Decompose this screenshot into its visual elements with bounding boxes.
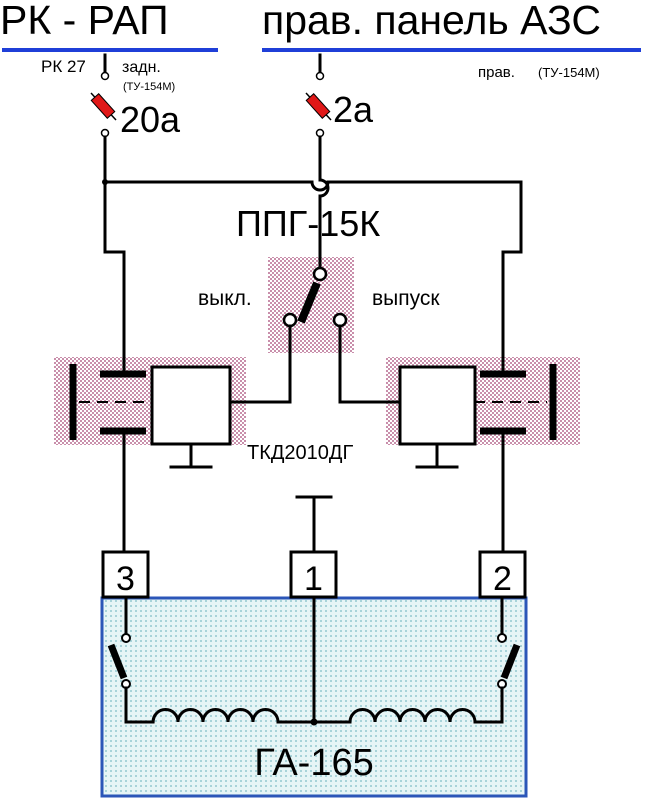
left-relay-coil bbox=[150, 365, 232, 446]
left-pin-label: РК 27 bbox=[41, 57, 86, 76]
left-winding bbox=[151, 708, 316, 724]
switch-pivot bbox=[312, 266, 328, 282]
terminal-2-label: 2 bbox=[493, 560, 512, 598]
right-generator-switch bbox=[500, 643, 521, 680]
terminal-1-label: 1 bbox=[304, 560, 323, 598]
left-bus-label: РК - РАП bbox=[0, 0, 169, 43]
right-winding bbox=[312, 708, 477, 724]
switch-name: ППГ-15К bbox=[236, 203, 380, 244]
right-bus-label: прав. панель АЗС bbox=[262, 0, 601, 43]
terminal-1 bbox=[289, 550, 338, 599]
left-generator-switch bbox=[107, 643, 128, 680]
left-fuse-rating: 20а bbox=[120, 99, 181, 140]
switch-off-label: выкл. bbox=[198, 287, 252, 310]
switch-lever bbox=[297, 281, 321, 324]
right-fuse bbox=[305, 93, 331, 119]
right-sub-label: прав. bbox=[478, 64, 515, 81]
right-relay-coil bbox=[398, 365, 477, 446]
terminal-2 bbox=[478, 550, 527, 599]
generator-name: ГА-165 bbox=[254, 742, 373, 784]
right-aircraft-note: (ТУ-154М) bbox=[538, 65, 600, 80]
terminal-3-label: 3 bbox=[116, 560, 135, 598]
relay-name: ТКД2010ДГ bbox=[247, 442, 353, 464]
left-fuse bbox=[90, 93, 116, 119]
left-aircraft-note: (ТУ-154М) bbox=[123, 81, 175, 93]
switch-release-label: выпуск bbox=[372, 287, 440, 310]
right-fuse-rating: 2а bbox=[333, 89, 374, 130]
left-sub-label: задн. bbox=[122, 59, 161, 76]
